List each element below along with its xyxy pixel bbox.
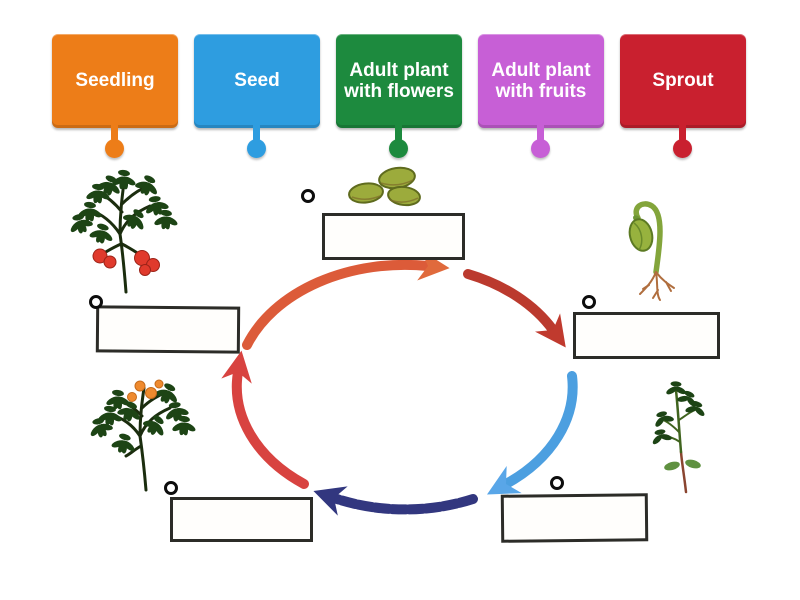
- adult-plant-with-flowers-image: [88, 379, 197, 492]
- label-text: Adult plant with flowers: [344, 59, 454, 102]
- label-text: Sprout: [652, 70, 714, 92]
- label-card-seedling[interactable]: Seedling: [52, 34, 178, 128]
- label-text: Seedling: [75, 70, 155, 92]
- drop-zone-upper-right[interactable]: [573, 312, 720, 359]
- seeds-image: [348, 166, 421, 207]
- arrow-right: [486, 371, 578, 495]
- drop-marker-lower-left[interactable]: [164, 481, 178, 495]
- arrow-bottom: [313, 486, 478, 516]
- label-card-sprout[interactable]: Sprout: [620, 34, 746, 128]
- label-pin: [253, 125, 260, 142]
- label-pin-dot: [673, 139, 692, 158]
- label-pin: [395, 125, 402, 142]
- label-pin-dot: [105, 139, 124, 158]
- label-text: Adult plant with fruits: [491, 59, 591, 102]
- label-pin: [679, 125, 686, 142]
- label-pin: [111, 125, 118, 142]
- germinating-sprout-image: [628, 201, 675, 301]
- drop-zone-upper-left[interactable]: [95, 305, 241, 354]
- label-card-adult-plant-with-flowers[interactable]: Adult plant with flowers: [336, 34, 462, 128]
- drop-marker-lower-right[interactable]: [550, 476, 564, 490]
- drop-zone-top[interactable]: [322, 213, 465, 260]
- arrow-top-left: [242, 249, 450, 350]
- arrow-left: [221, 350, 309, 489]
- label-card-seed[interactable]: Seed: [194, 34, 320, 128]
- label-card-adult-plant-with-fruits[interactable]: Adult plant with fruits: [478, 34, 604, 128]
- drop-zone-lower-left[interactable]: [170, 497, 313, 542]
- drop-zone-lower-right[interactable]: [500, 493, 649, 543]
- drop-marker-upper-left[interactable]: [89, 295, 103, 309]
- drop-marker-top[interactable]: [301, 189, 315, 203]
- drop-marker-upper-right[interactable]: [582, 295, 596, 309]
- arrow-top-right: [463, 269, 566, 348]
- label-text: Seed: [234, 70, 280, 92]
- label-pin-dot: [247, 139, 266, 158]
- label-pin-dot: [531, 139, 550, 158]
- label-pin: [537, 125, 544, 142]
- young-seedling-image: [648, 380, 709, 494]
- adult-plant-with-fruits-image: [66, 169, 179, 294]
- label-pin-dot: [389, 139, 408, 158]
